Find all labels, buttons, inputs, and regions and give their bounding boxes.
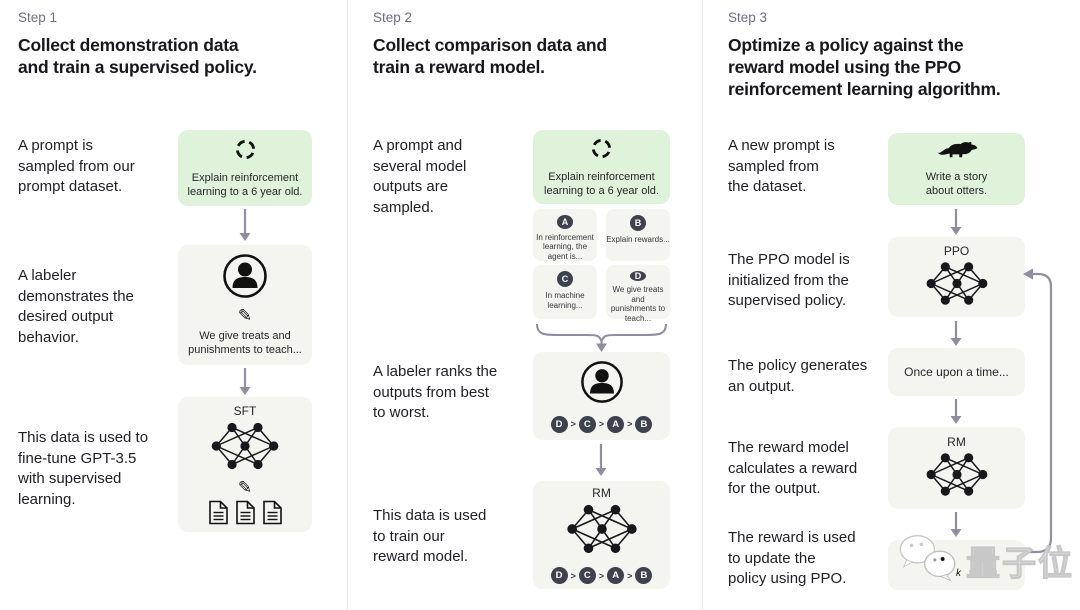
greater-than: > <box>598 419 605 429</box>
rank-chip: C <box>578 567 596 584</box>
output-box-d: D We give treats and punishments to teac… <box>606 265 670 323</box>
greater-than: > <box>598 570 605 581</box>
rank-chip: A <box>607 567 625 584</box>
labeler-icon <box>222 253 268 304</box>
ranking-chips: D > C > A > B <box>550 415 653 433</box>
otter-icon <box>935 140 979 165</box>
column-divider <box>702 0 703 610</box>
prompt-text: Write a story about otters. <box>925 171 988 197</box>
down-arrow <box>949 321 963 351</box>
pencil-icon: ✎ <box>237 306 253 325</box>
neural-network-icon <box>925 261 989 311</box>
step-label: Step 3 <box>728 10 768 25</box>
prompt-box: Explain reinforcement learning to a 6 ye… <box>178 130 312 206</box>
caption-labeler-demonstrates: A labeler demonstrates the desired outpu… <box>18 267 134 346</box>
output-letter: C <box>557 271 573 287</box>
step-2-column: Step 2 Collect comparison data and train… <box>347 0 702 610</box>
rank-chip: D <box>550 415 568 433</box>
caption-rm-reward: The reward model calculates a reward for… <box>728 439 858 497</box>
output-box-a: A In reinforcement learning, the agent i… <box>533 209 597 261</box>
labeler-icon <box>580 360 624 409</box>
neural-network-icon <box>209 421 281 476</box>
labeler-rank-box: D > C > A > B <box>533 352 670 440</box>
model-label: SFT <box>233 404 257 418</box>
document-icon <box>208 500 228 525</box>
model-label: RM <box>947 434 966 449</box>
rank-chip: B <box>635 415 653 433</box>
caption-update-policy: The reward is used to update the policy … <box>728 529 856 587</box>
step-label: Step 1 <box>18 10 58 25</box>
step-title: Collect demonstration data and train a s… <box>18 35 257 77</box>
caption-labeler-ranks: A labeler ranks the outputs from best to… <box>373 363 498 421</box>
rank-chip: D <box>550 567 568 584</box>
output-box-b: B Explain rewards... <box>606 209 670 261</box>
document-icon <box>262 500 282 525</box>
model-label: PPO <box>943 243 970 258</box>
down-arrow <box>594 444 608 481</box>
model-label: RM <box>592 486 611 500</box>
document-icon <box>235 500 255 525</box>
greater-than: > <box>570 570 576 581</box>
labeler-box: ✎ We give treats and punishments to teac… <box>178 245 312 365</box>
greater-than: > <box>627 419 633 429</box>
step-label: Step 2 <box>373 10 413 25</box>
policy-output-box: Once upon a time... <box>888 348 1025 396</box>
output-text: Once upon a time... <box>904 365 1009 379</box>
pencil-icon: ✎ <box>237 478 253 497</box>
ppo-model-box: PPO <box>888 237 1025 317</box>
step-3-column: Step 3 Optimize a policy against the rew… <box>702 0 1080 610</box>
caption-finetune: This data is used to fine-tune GPT-3.5 w… <box>18 429 149 508</box>
greater-than: > <box>627 570 633 581</box>
neural-network-icon <box>925 452 989 502</box>
output-text: In machine learning... <box>545 291 585 310</box>
rm-model-box: RM D <box>533 481 670 589</box>
output-text: In reinforcement learning, the agent is.… <box>536 232 594 261</box>
step-1-column: Step 1 Collect demonstration data and tr… <box>0 0 347 610</box>
down-arrow <box>238 368 252 400</box>
prompt-text: Explain reinforcement learning to a 6 ye… <box>544 170 659 197</box>
caption-prompt-sampled: A prompt is sampled from our prompt data… <box>18 137 135 195</box>
rank-chip: C <box>578 415 596 433</box>
reward-box <box>888 540 1025 590</box>
rm-model-box: RM <box>888 427 1025 509</box>
caption-new-prompt: A new prompt is sampled from the dataset… <box>728 137 835 195</box>
down-arrow <box>949 209 963 240</box>
caption-policy-output: The policy generates an output. <box>728 357 868 395</box>
down-arrow <box>238 209 252 246</box>
output-text: Explain rewards... <box>606 235 670 244</box>
down-arrow <box>949 399 963 429</box>
documents-icon <box>208 500 283 525</box>
output-box-c: C In machine learning... <box>533 265 597 319</box>
prompt-box: Write a story about otters. <box>888 133 1025 205</box>
caption-train-rm: This data is used to train our reward mo… <box>373 507 487 565</box>
caption-outputs-sampled: A prompt and several model outputs are s… <box>373 137 467 216</box>
refresh-icon <box>590 137 613 165</box>
output-letter: B <box>630 215 646 231</box>
ranking-chips: D > C > A > B <box>550 567 653 584</box>
prompt-text: Explain reinforcement learning to a 6 ye… <box>187 171 303 198</box>
rank-chip: B <box>635 567 653 584</box>
output-text: We give treats and punishments to teach.… <box>610 285 666 323</box>
demonstration-text: We give treats and punishments to teach.… <box>188 330 302 356</box>
feedback-loop-arrow <box>1015 262 1061 567</box>
rank-chip: A <box>607 415 625 433</box>
step-title: Optimize a policy against the reward mod… <box>728 35 1001 99</box>
prompt-box: Explain reinforcement learning to a 6 ye… <box>533 130 670 204</box>
merge-brace-arrow <box>533 322 670 357</box>
output-letter: A <box>557 215 573 229</box>
sft-model-box: SFT ✎ <box>178 397 312 532</box>
output-letter: D <box>630 271 646 281</box>
column-divider <box>347 0 348 610</box>
refresh-icon <box>234 138 257 166</box>
neural-network-icon <box>564 503 640 560</box>
down-arrow <box>949 512 963 542</box>
caption-ppo-init: The PPO model is initialized from the su… <box>728 251 850 309</box>
step-title: Collect comparison data and train a rewa… <box>373 35 607 77</box>
greater-than: > <box>570 419 576 429</box>
